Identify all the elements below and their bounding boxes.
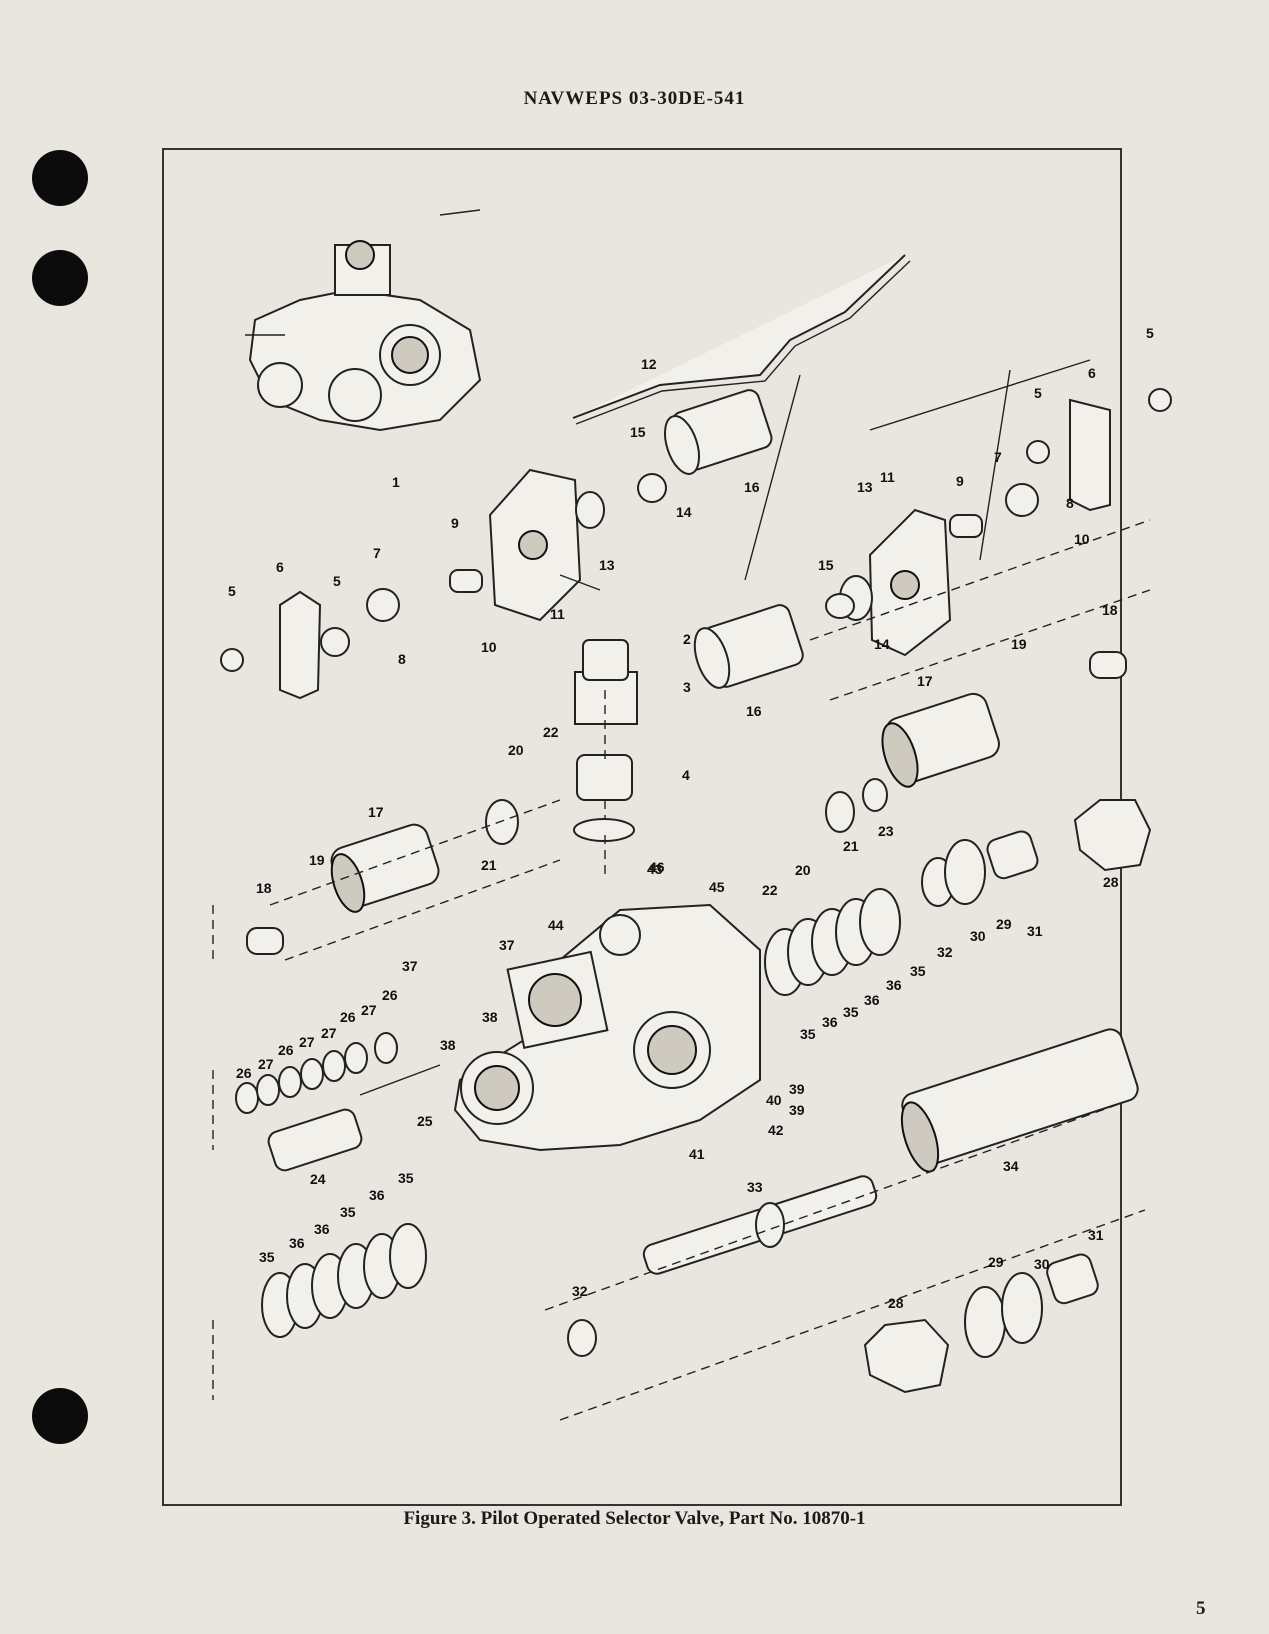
- valve-body-drawing: [453, 903, 761, 1152]
- figure-caption: Figure 3. Pilot Operated Selector Valve,…: [403, 1508, 866, 1529]
- cap-8-left: [366, 588, 400, 622]
- seal-rings-left-lower: [261, 1223, 427, 1338]
- coil-17-left: [330, 823, 440, 913]
- bracket-6-left: [279, 590, 322, 700]
- cap-8-right: [1005, 483, 1039, 517]
- sleeve-34: [900, 1028, 1139, 1173]
- plug-5-left: [320, 627, 350, 657]
- cover-16-lower: [693, 604, 804, 689]
- spool-33: [642, 1175, 878, 1275]
- cover-16-top: [663, 389, 773, 475]
- coil-17-right: [881, 692, 1000, 788]
- punch-hole-bottom: [32, 1388, 88, 1444]
- bracket-6-right: [1069, 398, 1111, 512]
- punch-hole-middle: [32, 250, 88, 306]
- document-header: NAVWEPS 03-30DE-541: [523, 88, 746, 109]
- cap-28-upper: [1073, 799, 1152, 872]
- nut-5-right: [1148, 388, 1172, 412]
- cap-28-lower: [863, 1318, 950, 1394]
- page-number: 5: [1196, 1598, 1206, 1619]
- nut-5-left: [220, 648, 244, 672]
- punch-hole-top: [32, 150, 88, 206]
- seal-rings-right: [764, 830, 1039, 996]
- seal-rings-left-upper: [235, 1032, 398, 1114]
- valve-assembly-drawing: [245, 209, 482, 432]
